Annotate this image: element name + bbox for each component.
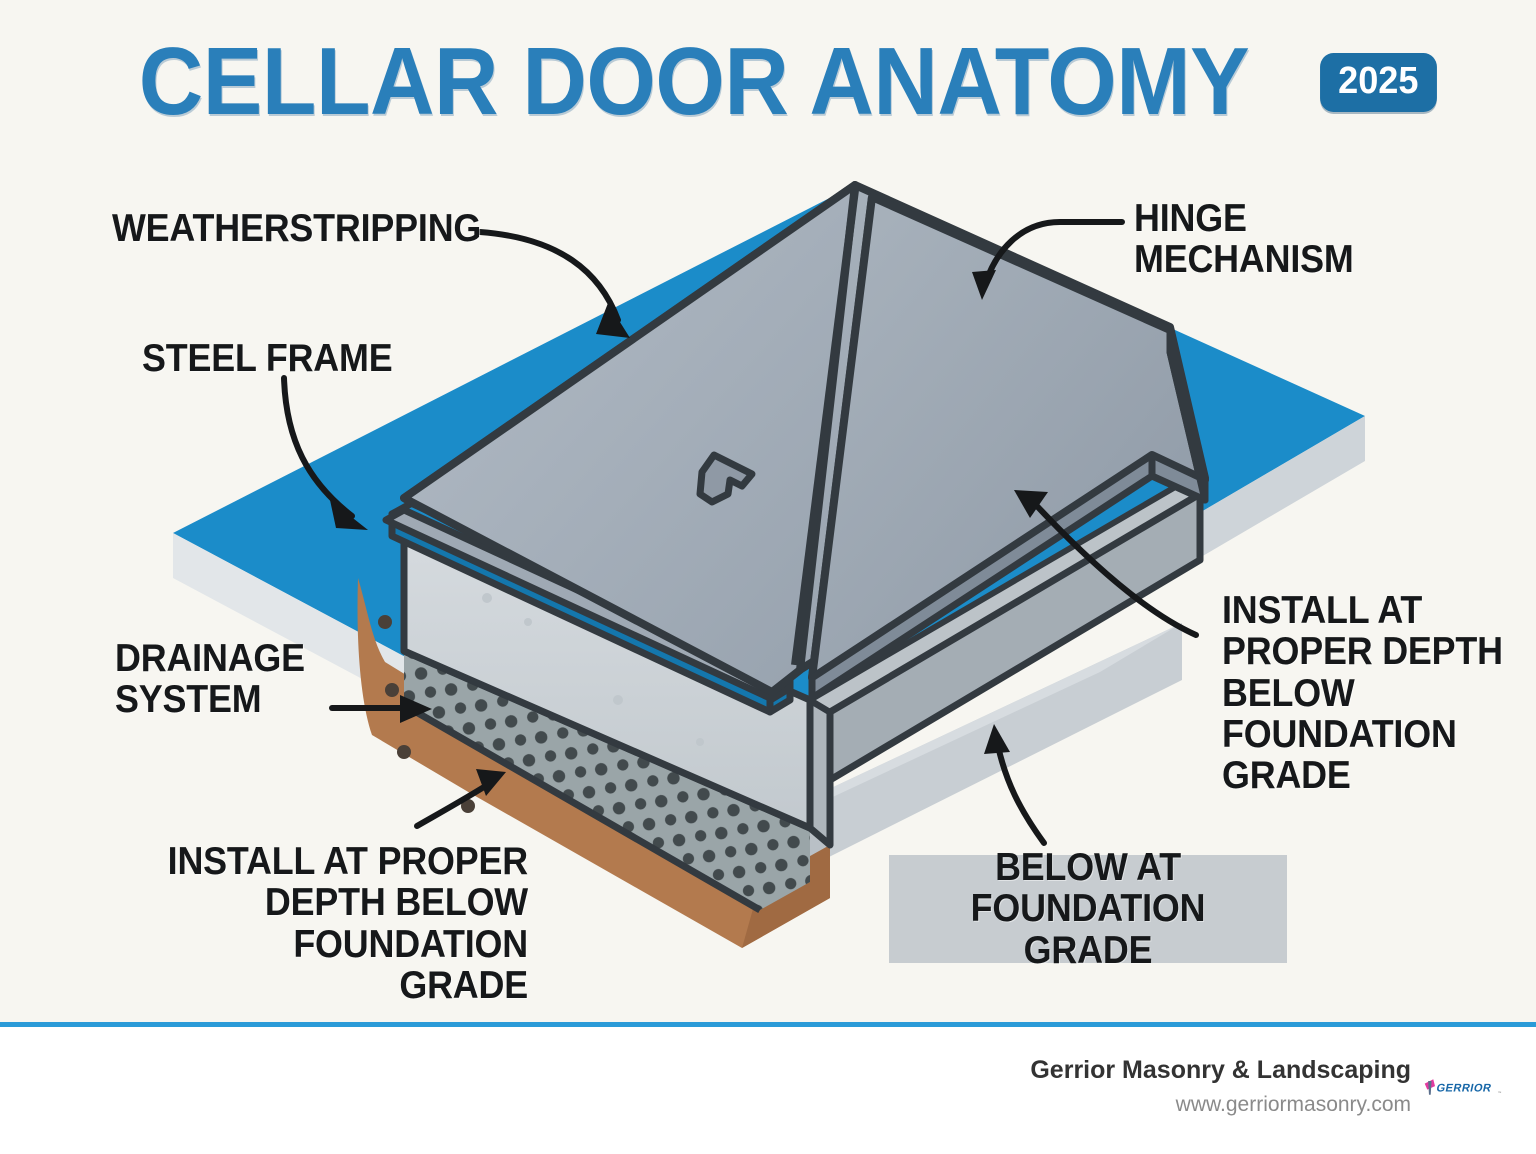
arrow-install-left (414, 779, 495, 829)
cellar-door-cutaway-illustration (173, 181, 1365, 948)
arrow-install-right (1033, 502, 1199, 638)
arrow-steel-frame (281, 375, 355, 519)
gerrior-logo: GERRIOR ™ (1424, 1079, 1502, 1095)
label-hinge-mechanism: HINGE MECHANISM (1134, 197, 1354, 282)
grade-callout-text: BELOW AT FOUNDATION GRADE (970, 846, 1206, 972)
footer-text-block: Gerrior Masonry & Landscaping www.gerrio… (1030, 1055, 1411, 1117)
label-steel-frame: STEEL FRAME (142, 337, 393, 380)
leader-arrows (281, 219, 1199, 846)
arrow-weatherstripping (477, 229, 621, 323)
label-drainage-system: DRAINAGE SYSTEM (115, 637, 305, 722)
footer-company-name: Gerrior Masonry & Landscaping (1030, 1056, 1411, 1084)
arrow-grade (995, 743, 1047, 846)
label-install-depth-left: INSTALL AT PROPER DEPTH BELOW FOUNDATION… (167, 840, 529, 1007)
hinge-mechanism-panel (1166, 323, 1209, 504)
footer-bar (0, 1027, 1536, 1154)
footer-website-url[interactable]: www.gerriormasonry.com (1175, 1093, 1411, 1117)
bulkhead-door-leaves (400, 181, 1209, 702)
svg-text:GERRIOR: GERRIOR (1435, 1082, 1492, 1094)
label-install-depth-right: INSTALL AT PROPER DEPTH BELOW FOUNDATION… (1222, 589, 1503, 798)
svg-text:™: ™ (1498, 1091, 1502, 1095)
door-handle-latch (696, 451, 756, 506)
label-weatherstripping: WEATHERSTRIPPING (112, 207, 482, 250)
grade-callout-box: BELOW AT FOUNDATION GRADE (889, 847, 1287, 971)
footer-divider (0, 1022, 1536, 1027)
